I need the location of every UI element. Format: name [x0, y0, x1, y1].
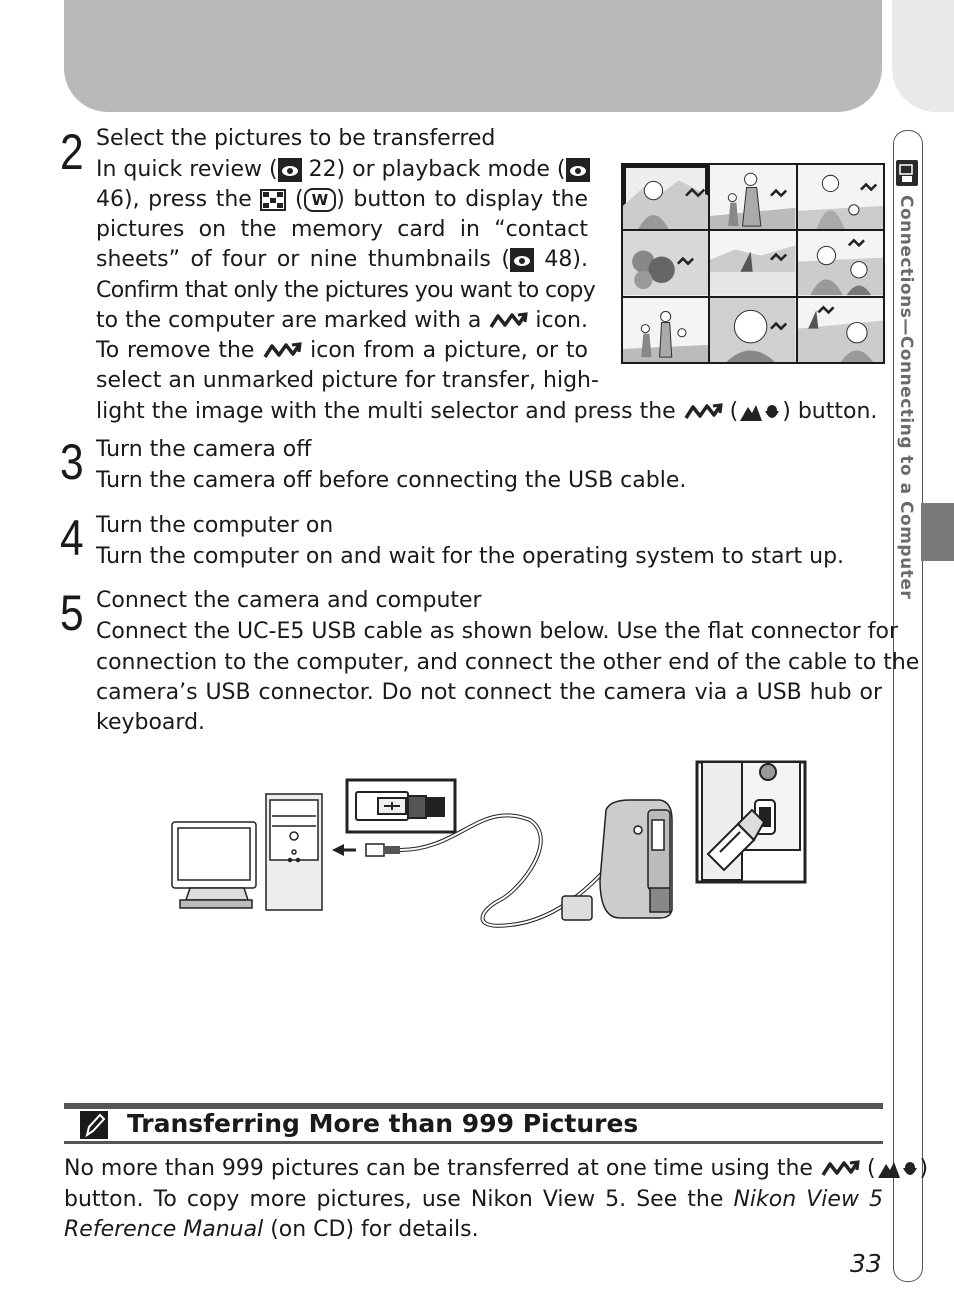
page-header-band — [64, 0, 882, 112]
tip-rule-bottom — [64, 1141, 883, 1144]
computer-tower — [265, 793, 323, 911]
tip-title: Transferring More than 999 Pictures — [127, 1109, 639, 1138]
tip-line-1: No more than 999 pictures can be transfe… — [64, 1156, 929, 1181]
step-number: 3 — [60, 434, 84, 490]
step-title: Select the pictures to be transferred — [96, 126, 496, 151]
section-side-label: Connections—Connecting to a Computer — [896, 195, 916, 600]
transfer-mark-icon — [684, 403, 723, 419]
page-number: 33 — [850, 1249, 882, 1278]
page-header-tab — [892, 0, 954, 112]
thumbnail-image — [797, 297, 883, 362]
step-number: 4 — [60, 510, 84, 566]
computer-monitor — [171, 821, 257, 909]
thumbnail-image — [623, 165, 709, 230]
step5-line-3: camera’s USB connector. Do not connect t… — [96, 680, 882, 705]
step-body: Turn the camera off before connecting th… — [96, 468, 687, 493]
step2-line-1: In quick review ( 22) or playback mode ( — [96, 155, 590, 185]
camera-computer-icon — [896, 160, 918, 186]
step5-line-1: Connect the UC-E5 USB cable as shown bel… — [96, 619, 899, 644]
thumbnail-image — [623, 297, 709, 362]
transfer-mark-icon — [489, 312, 529, 328]
step2-line-9: light the image with the multi selector … — [96, 399, 878, 424]
step2-line-8: select an unmarked picture for transfer,… — [96, 368, 599, 393]
digital-camera — [599, 799, 673, 919]
reference-eye-icon — [509, 248, 534, 272]
reference-eye-icon — [277, 158, 302, 182]
transfer-mark-icon — [263, 342, 303, 358]
pencil-note-icon — [80, 1111, 108, 1139]
thumbnail-grid-icon — [260, 189, 287, 211]
usb-connection-illustration — [160, 760, 810, 940]
step-number: 2 — [60, 124, 84, 180]
step-title: Connect the camera and computer — [96, 588, 482, 613]
tip-rule-top — [64, 1103, 883, 1109]
transfer-mark-icon — [821, 1160, 860, 1176]
reference-eye-icon — [565, 158, 590, 182]
step5-line-4: keyboard. — [96, 710, 206, 735]
step2-line-4: sheets” of four or nine thumbnails ( 48)… — [96, 247, 588, 272]
thumbnail-image — [710, 231, 796, 296]
thumbnail-image — [710, 297, 796, 362]
contact-sheet-thumbnails — [621, 163, 885, 364]
side-index-rail — [893, 130, 923, 1282]
zoom-w-button-icon: W — [303, 188, 337, 212]
thumbnail-image — [623, 231, 709, 296]
step2-line-2: 46), press the (W) button to display the — [96, 187, 589, 212]
thumbnail-image — [797, 231, 883, 296]
step-number: 5 — [60, 585, 84, 641]
step2-line-6: to the computer are marked with a icon. — [96, 308, 588, 333]
camera-port-closeup — [695, 760, 807, 884]
step2-line-5: Confirm that only the pictures you want … — [96, 278, 596, 303]
tip-line-3: Reference Manual (on CD) for details. — [64, 1217, 479, 1242]
step2-line-3: pictures on the memory card in “contact — [96, 217, 588, 242]
section-marker-tab — [921, 503, 954, 561]
thumbnail-image — [710, 165, 796, 230]
mode-button-icon — [740, 405, 780, 421]
usb-connector-closeup — [345, 778, 457, 834]
step-title: Turn the camera off — [96, 437, 312, 462]
step5-line-2: connection to the computer, and connect … — [96, 650, 920, 675]
tip-line-2: button. To copy more pictures, use Nikon… — [64, 1187, 883, 1212]
step-title: Turn the computer on — [96, 513, 334, 538]
step-body: Turn the computer on and wait for the op… — [96, 544, 845, 569]
thumbnail-image — [797, 165, 883, 230]
mode-button-icon — [877, 1162, 917, 1178]
step2-line-7: To remove the icon from a picture, or to — [96, 338, 588, 363]
